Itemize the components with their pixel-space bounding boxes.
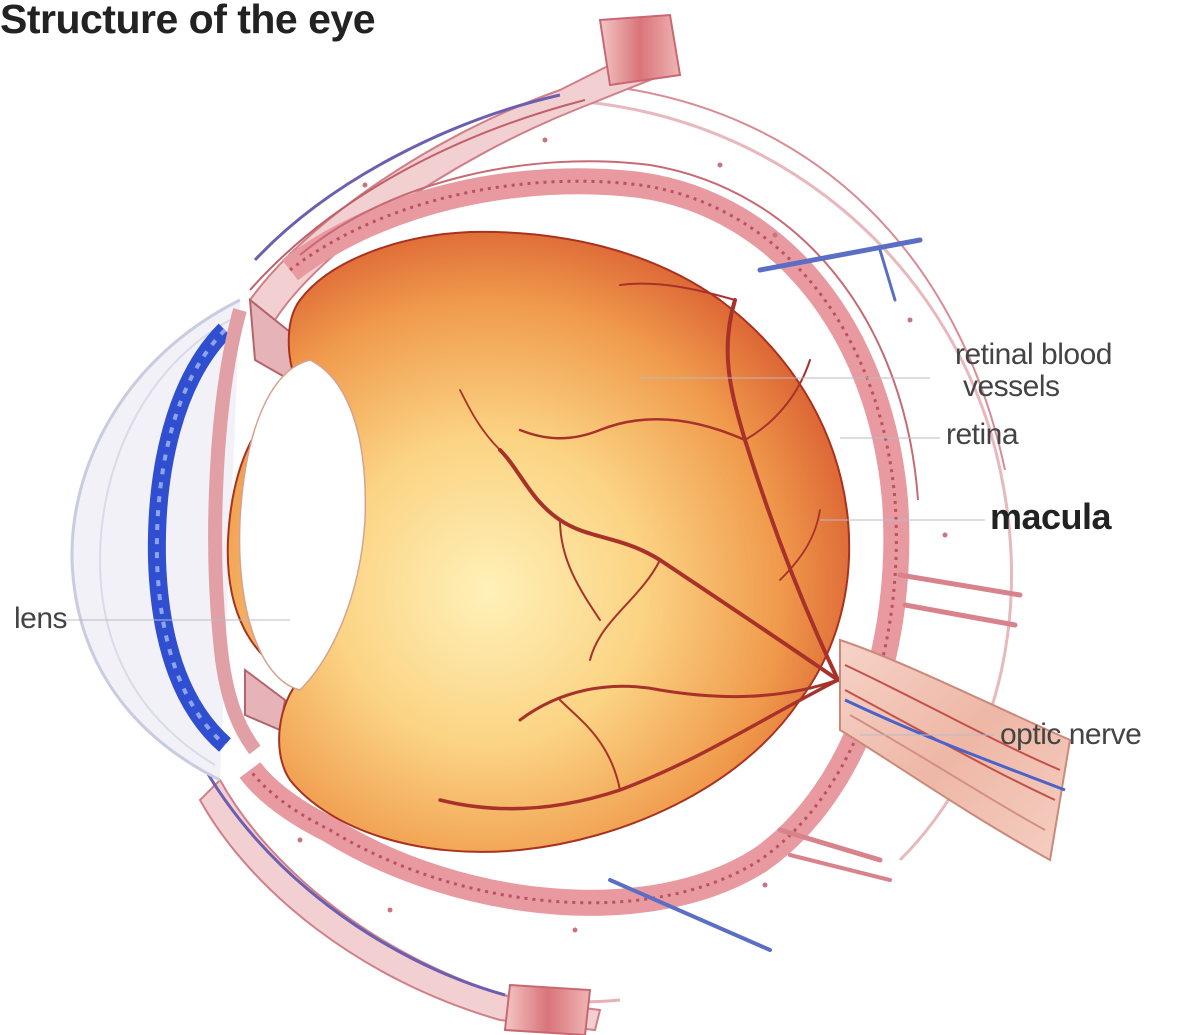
label-macula: macula: [990, 496, 1111, 538]
label-retinal-blood-vessels-line1: retinal blood: [955, 338, 1112, 372]
label-retina: retina: [946, 418, 1018, 452]
label-lens: lens: [14, 602, 67, 636]
label-retinal-blood-vessels-line2: vessels: [963, 370, 1112, 404]
label-optic-nerve: optic nerve: [1000, 718, 1141, 752]
label-retinal-blood-vessels: retinal blood vessels: [955, 338, 1112, 404]
